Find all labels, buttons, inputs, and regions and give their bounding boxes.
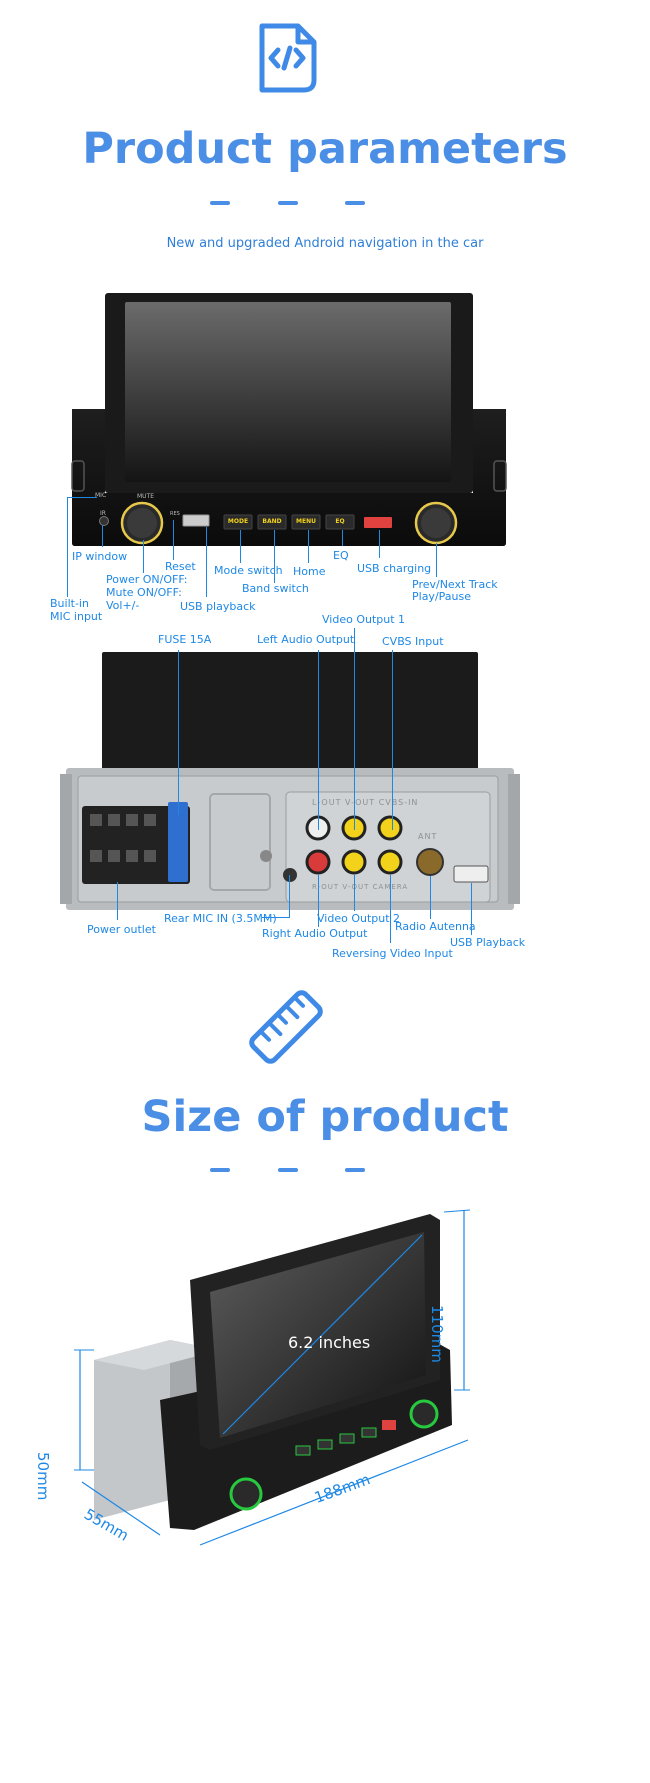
callout-power-line2: Mute ON/OFF: bbox=[106, 586, 182, 599]
callout-line bbox=[354, 628, 355, 830]
callout-builtin-mic-line1: Built-in bbox=[50, 597, 89, 610]
callout-reset: Reset bbox=[165, 560, 196, 573]
ruler-icon bbox=[245, 988, 327, 1066]
callout-line bbox=[240, 530, 241, 563]
callout-line bbox=[178, 650, 179, 815]
res-label: RES bbox=[170, 511, 180, 517]
callout-usb-playback-rear: USB Playback bbox=[450, 936, 526, 949]
callout-ip-window: IP window bbox=[72, 550, 128, 563]
divider-dash bbox=[278, 201, 298, 205]
callout-line bbox=[390, 875, 391, 943]
callout-cvbs-input: CVBS Input bbox=[382, 635, 444, 648]
callout-line bbox=[274, 530, 275, 583]
callout-line bbox=[173, 520, 174, 560]
callout-play-pause: Play/Pause bbox=[412, 590, 471, 603]
code-document-icon bbox=[256, 22, 318, 96]
callout-builtin-mic: Built-in MIC input bbox=[50, 597, 102, 623]
callout-prev-next: Prev/Next Track bbox=[412, 578, 498, 591]
section-title-size: Size of product bbox=[141, 1092, 509, 1142]
rear-panel-image bbox=[60, 650, 520, 912]
divider-dash bbox=[278, 1168, 298, 1172]
callout-line bbox=[342, 530, 343, 546]
callout-line bbox=[354, 875, 355, 911]
callout-line bbox=[318, 650, 319, 830]
callout-line bbox=[117, 882, 118, 920]
band-button[interactable]: BAND bbox=[262, 518, 282, 525]
callout-power-line1: Power ON/OFF: bbox=[106, 573, 188, 586]
divider-dash bbox=[210, 201, 230, 205]
section-title-parameters: Product parameters bbox=[82, 124, 568, 174]
rear-embossed-bottom: R-OUT V-OUT CAMERA bbox=[312, 883, 409, 891]
divider-dash bbox=[345, 1168, 365, 1172]
mode-button[interactable]: MODE bbox=[227, 518, 249, 525]
callout-builtin-mic-line2: MIC input bbox=[50, 610, 103, 623]
callout-line bbox=[206, 527, 207, 597]
mic-label: MIC bbox=[95, 492, 107, 499]
dimension-height: 110mm bbox=[428, 1305, 446, 1363]
callout-video-output-1: Video Output 1 bbox=[322, 613, 406, 626]
callout-line bbox=[289, 875, 290, 917]
callout-band-switch: Band switch bbox=[242, 582, 309, 595]
callout-radio-antenna: Radio Autenna bbox=[395, 920, 476, 933]
callout-line bbox=[392, 650, 393, 830]
callout-right-audio: Right Audio Output bbox=[262, 927, 368, 940]
callout-fuse: FUSE 15A bbox=[158, 633, 212, 646]
divider-dash bbox=[345, 201, 365, 205]
ir-label: IR bbox=[100, 510, 106, 517]
menu-button[interactable]: MENU bbox=[296, 518, 316, 525]
callout-reversing-video: Reversing Video Input bbox=[332, 947, 453, 960]
callout-power: Power ON/OFF: Mute ON/OFF: Vol+/- bbox=[106, 573, 188, 612]
size-product-image bbox=[60, 1200, 500, 1560]
callout-video-output-2: Video Output 2 bbox=[317, 912, 401, 925]
section-subtitle: New and upgraded Android navigation in t… bbox=[166, 236, 484, 251]
callout-line bbox=[318, 875, 319, 927]
callout-line bbox=[379, 530, 380, 558]
callout-usb-charging: USB charging bbox=[357, 562, 432, 575]
callout-line bbox=[67, 497, 68, 597]
callout-line bbox=[436, 543, 437, 577]
callout-eq: EQ bbox=[333, 549, 349, 562]
rear-embossed-top: L-OUT V-OUT CVBS-IN bbox=[312, 798, 419, 807]
dimension-screen-size: 6.2 inches bbox=[288, 1333, 371, 1352]
rear-embossed-ant: ANT bbox=[418, 832, 438, 841]
callout-line bbox=[143, 540, 144, 573]
callout-line bbox=[471, 883, 472, 935]
callout-mode-switch: Mode switch bbox=[214, 564, 283, 577]
callout-line bbox=[308, 530, 309, 563]
callout-home: Home bbox=[293, 565, 326, 578]
eq-button[interactable]: EQ bbox=[335, 518, 345, 525]
callout-power-line3: Vol+/- bbox=[106, 599, 140, 612]
callout-line bbox=[262, 917, 290, 918]
callout-usb-playback: USB playback bbox=[180, 600, 256, 613]
front-panel-image bbox=[70, 293, 510, 549]
callout-line bbox=[102, 525, 103, 547]
callout-line bbox=[67, 497, 97, 498]
callout-rear-mic: Rear MIC IN (3.5MM) bbox=[164, 912, 277, 925]
mute-label: MUTE bbox=[137, 493, 155, 500]
callout-left-audio: Left Audio Output bbox=[257, 633, 355, 646]
dimension-depth-height: 50mm bbox=[34, 1452, 52, 1501]
callout-line bbox=[430, 876, 431, 919]
divider-dash bbox=[210, 1168, 230, 1172]
callout-power-outlet: Power outlet bbox=[87, 923, 156, 936]
